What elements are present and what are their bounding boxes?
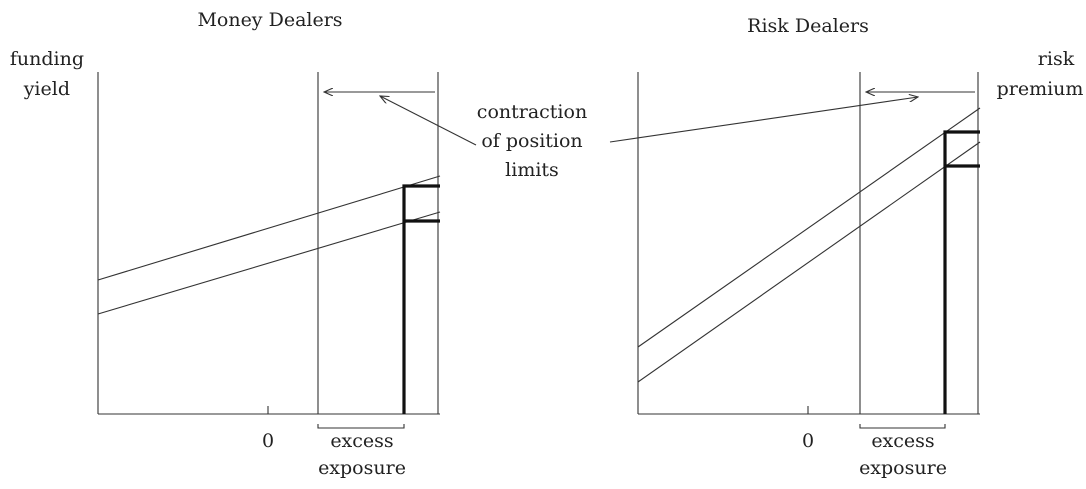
risk-premium-label-line2: premium: [997, 78, 1084, 100]
risk-excess-bracket: [859, 424, 946, 429]
risk-premium-label-line1: risk: [1038, 48, 1075, 70]
contraction-annotation: contraction of position limits: [380, 96, 918, 181]
risk-dealers-panel: Risk Dealers risk premium 0 excess expos…: [637, 15, 1084, 479]
risk-lower-slope-line: [637, 141, 981, 383]
money-dealers-title: Money Dealers: [197, 9, 342, 31]
risk-upper-slope-line: [637, 107, 981, 348]
annotation-line3: limits: [505, 159, 559, 181]
money-position-marker: [402, 184, 440, 414]
risk-excess-label-line2: exposure: [859, 457, 947, 479]
funding-yield-label-line2: yield: [23, 78, 70, 100]
risk-dealers-title: Risk Dealers: [747, 15, 869, 37]
money-excess-label-line1: excess: [330, 430, 393, 452]
annotation-pointer-right: [609, 97, 918, 143]
funding-yield-label-line1: funding: [10, 48, 84, 70]
money-excess-label-line2: exposure: [318, 457, 406, 479]
annotation-line2: of position: [481, 130, 582, 152]
money-lower-slope-line: [97, 211, 441, 315]
risk-excess-label-line1: excess: [871, 430, 934, 452]
money-upper-slope-line: [97, 175, 441, 281]
risk-zero-label: 0: [802, 430, 814, 452]
annotation-line1: contraction: [477, 101, 587, 123]
money-zero-label: 0: [262, 430, 274, 452]
money-excess-bracket: [317, 424, 405, 429]
money-dealers-panel: Money Dealers funding yield 0 excess exp…: [10, 9, 441, 479]
risk-position-marker: [943, 130, 980, 414]
annotation-pointer-left: [380, 96, 477, 146]
